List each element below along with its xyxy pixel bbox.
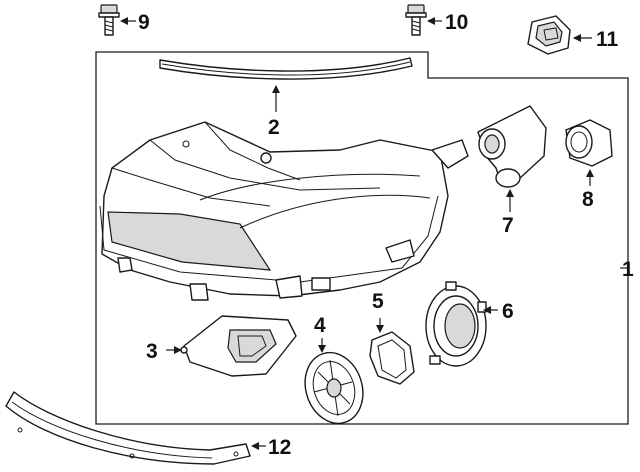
cap-part-8 <box>565 119 613 167</box>
socket-ring-part-6 <box>425 281 487 367</box>
callout-6: 6 <box>502 300 514 323</box>
trim-strip-part-2 <box>159 57 413 80</box>
callout-1: 1 <box>622 258 634 281</box>
callout-10: 10 <box>445 11 468 34</box>
seal-tube-part-7 <box>477 105 547 188</box>
callout-5: 5 <box>372 290 384 313</box>
bracket-part-3 <box>180 315 297 377</box>
callout-8: 8 <box>582 188 594 211</box>
headlamp-housing <box>99 121 469 301</box>
callout-3: 3 <box>146 340 158 363</box>
callout-12: 12 <box>268 436 291 459</box>
callout-4: 4 <box>314 314 326 337</box>
bolt-part-9 <box>98 4 120 36</box>
lens-part-5 <box>369 331 415 385</box>
callout-7: 7 <box>502 214 514 237</box>
round-cover-part-4 <box>304 351 364 425</box>
assembly-frame <box>95 51 629 425</box>
bolt-part-10 <box>405 4 427 36</box>
clip-part-11 <box>527 15 571 55</box>
callout-11: 11 <box>596 28 619 51</box>
lower-trim-part-12 <box>5 391 251 465</box>
callout-9: 9 <box>138 11 150 34</box>
callout-2: 2 <box>268 116 280 139</box>
